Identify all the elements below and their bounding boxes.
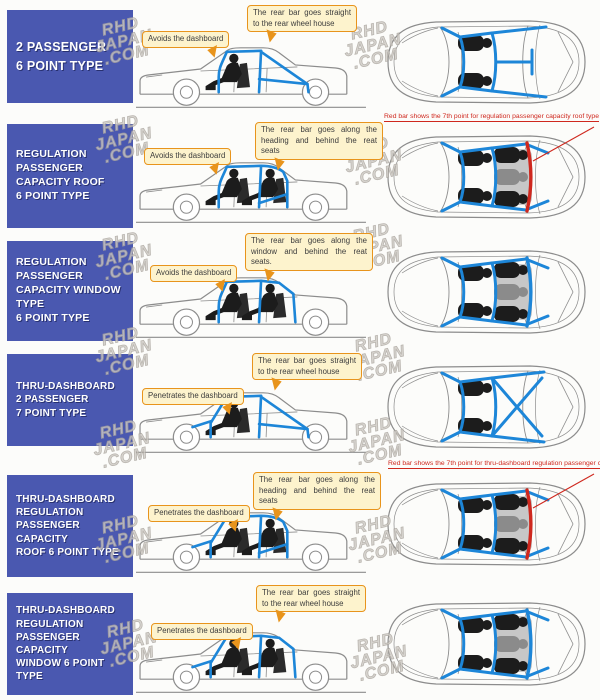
rear-bar-callout: The rear bar goes straight to the rear w… bbox=[252, 353, 362, 381]
side-view-diagram bbox=[136, 31, 370, 111]
roll-cage-top-svg bbox=[387, 249, 586, 334]
roll-cage-side-svg bbox=[136, 47, 366, 108]
roll-cage-side-svg bbox=[136, 632, 366, 693]
top-view-diagram bbox=[380, 240, 596, 336]
top-view-diagram bbox=[380, 592, 596, 688]
top-view-diagram bbox=[380, 472, 596, 568]
type-label-panel: THRU-DASHBOARD REGULATION PASSENGER CAPA… bbox=[7, 475, 133, 577]
rear-bar-callout: The rear bar goes along the window and b… bbox=[245, 233, 373, 271]
roll-cage-top-svg bbox=[387, 473, 595, 566]
top-view-diagram bbox=[380, 125, 596, 221]
type-label-panel: REGULATION PASSENGER CAPACITY WINDOW TYP… bbox=[7, 241, 133, 341]
red-bar-note: Red bar shows the 7th point for thru-das… bbox=[388, 460, 600, 469]
dashboard-callout: Avoids the dashboard bbox=[142, 31, 230, 48]
side-view-diagram bbox=[136, 376, 370, 456]
cage-type-row: THRU-DASHBOARD 2 PASSENGER 7 POINT TYPE … bbox=[0, 345, 600, 460]
dashboard-callout: Avoids the dashboard bbox=[150, 265, 238, 282]
dashboard-callout: Penetrates the dashboard bbox=[151, 623, 253, 640]
dashboard-callout: Penetrates the dashboard bbox=[142, 388, 244, 405]
type-label-panel: 2 PASSENGER 6 POINT TYPE bbox=[7, 10, 133, 103]
roll-cage-top-svg bbox=[387, 602, 586, 686]
roll-cage-side-svg bbox=[136, 512, 366, 573]
rear-bar-callout: The rear bar goes straight to the rear w… bbox=[247, 5, 357, 33]
red-bar-note: Red bar shows the 7th point for regulati… bbox=[384, 113, 599, 122]
roll-cage-top-svg bbox=[387, 364, 586, 449]
rear-bar-callout: The rear bar goes straight to the rear w… bbox=[256, 585, 366, 613]
cage-type-row: THRU-DASHBOARD REGULATION PASSENGER CAPA… bbox=[0, 580, 600, 700]
roll-cage-side-svg bbox=[136, 162, 366, 223]
side-view-diagram bbox=[136, 616, 370, 696]
cage-type-row: REGULATION PASSENGER CAPACITY WINDOW TYP… bbox=[0, 230, 600, 345]
rear-bar-callout: The rear bar goes along the heading and … bbox=[255, 122, 383, 160]
roll-cage-top-svg bbox=[387, 126, 595, 219]
roll-cage-top-svg bbox=[387, 19, 586, 104]
rear-bar-callout: The rear bar goes along the heading and … bbox=[253, 472, 381, 510]
type-label-panel: REGULATION PASSENGER CAPACITY ROOF 6 POI… bbox=[7, 124, 133, 228]
dashboard-callout: Penetrates the dashboard bbox=[148, 505, 250, 522]
type-label-panel: THRU-DASHBOARD REGULATION PASSENGER CAPA… bbox=[7, 593, 133, 695]
dashboard-callout: Avoids the dashboard bbox=[144, 148, 232, 165]
cage-type-row: REGULATION PASSENGER CAPACITY ROOF 6 POI… bbox=[0, 113, 600, 230]
top-view-diagram bbox=[380, 355, 596, 451]
cage-type-row: THRU-DASHBOARD REGULATION PASSENGER CAPA… bbox=[0, 460, 600, 580]
roll-cage-side-svg bbox=[136, 392, 366, 453]
side-view-diagram bbox=[136, 496, 370, 576]
type-label-panel: THRU-DASHBOARD 2 PASSENGER 7 POINT TYPE bbox=[7, 354, 133, 446]
side-view-diagram bbox=[136, 146, 370, 226]
cage-type-row: 2 PASSENGER 6 POINT TYPE Avoids the dash… bbox=[0, 0, 600, 115]
top-view-diagram bbox=[380, 10, 596, 106]
